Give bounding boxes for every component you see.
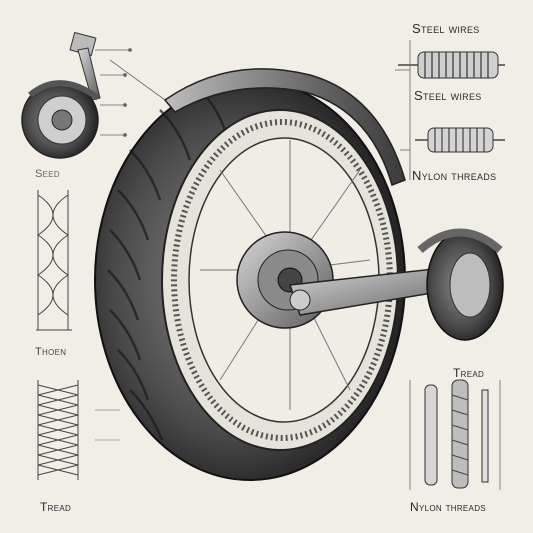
- label-steel-wires-top: Steel wires: [412, 21, 480, 36]
- label-nylon-threads-bottom: Nylon threads: [410, 500, 486, 514]
- tread-cylinders: [409, 379, 501, 490]
- steel-wire-spring-1: [398, 51, 505, 79]
- main-tire: [94, 79, 406, 481]
- label-tread-right: Tread: [453, 366, 485, 380]
- label-steel-wires-middle: Steel wires: [414, 88, 482, 103]
- label-seed: Seed: [35, 168, 60, 180]
- tread-callouts: [95, 409, 120, 441]
- label-thoen: Thoen: [35, 346, 67, 358]
- fender: [163, 68, 406, 186]
- tread-pattern-diagram: [37, 380, 79, 480]
- label-tread-left: Tread: [40, 500, 72, 514]
- steel-wire-spring-2: [415, 127, 505, 153]
- seed-pattern-diagram: [36, 190, 72, 331]
- mini-wheel-illustration: [21, 31, 101, 159]
- callout-lines-right: [395, 40, 411, 180]
- callout-lines-left: [95, 48, 166, 137]
- rear-wheel-illustration: [417, 228, 504, 341]
- label-nylon-threads-top: Nylon threads: [412, 168, 497, 183]
